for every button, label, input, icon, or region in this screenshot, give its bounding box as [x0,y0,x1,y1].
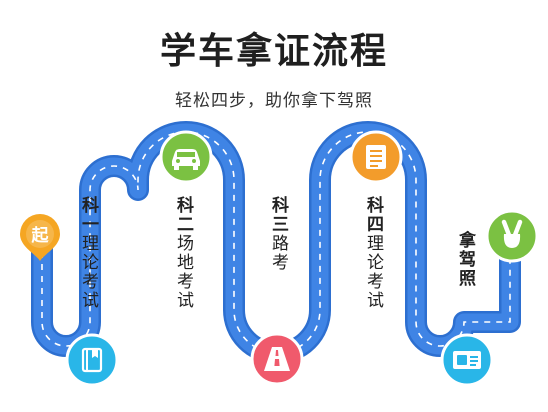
step-2-label: 科二场地考试 [173,196,193,310]
page-title: 学车拿证流程 [159,31,388,72]
book-icon [65,333,119,387]
step-2-desc: 场地考试 [173,234,193,310]
step-3-label: 科三路考 [268,196,288,272]
start-pin-icon: 起 [20,214,60,261]
victory-hand-icon [485,209,539,263]
road-icon [250,332,304,386]
start-pin-label: 起 [31,225,50,246]
step-4-desc: 理论考试 [363,234,383,310]
step-1-desc: 理论考试 [78,234,98,310]
document-icon [349,130,403,184]
step-1-label: 科一理论考试 [78,196,98,310]
step-2-title: 科二 [173,196,193,234]
step-3-title: 科三 [268,196,288,234]
step-4-title: 科四 [363,196,383,234]
step-5-label: 拿驾照 [455,231,475,288]
step-5-title: 拿驾照 [455,231,475,288]
lane-dashes [41,131,511,354]
step-1-title: 科一 [78,196,98,234]
step-3-desc: 路考 [268,234,288,272]
step-4-label: 科四理论考试 [363,196,383,310]
license-card-icon [440,333,494,387]
page-subtitle: 轻松四步，助你拿下驾照 [175,91,373,111]
car-icon [159,130,213,184]
